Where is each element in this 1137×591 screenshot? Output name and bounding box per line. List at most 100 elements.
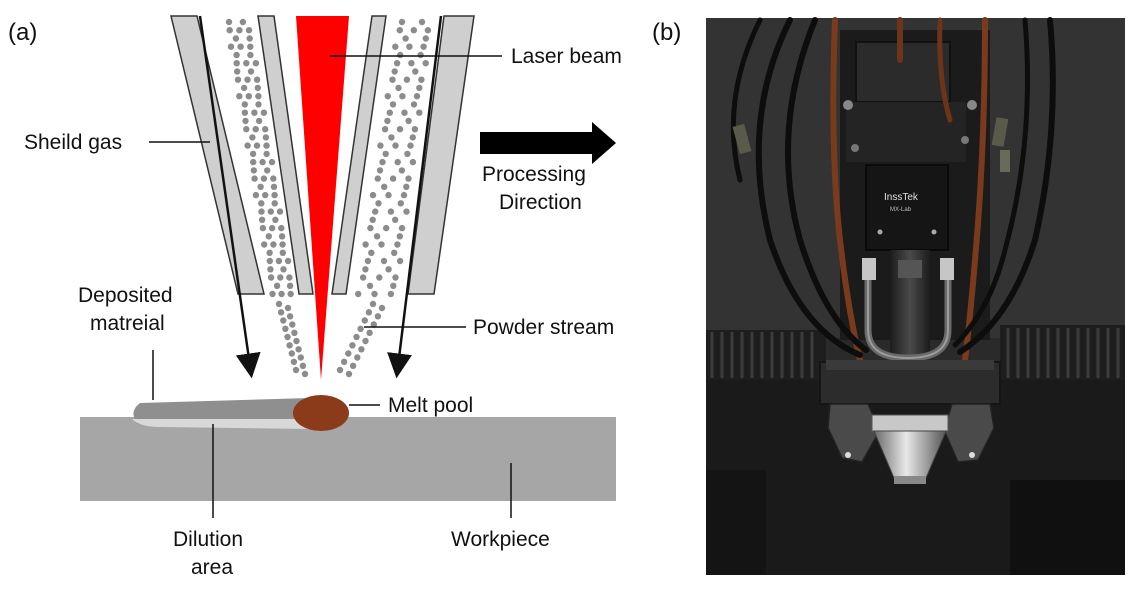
powder-particle [387, 208, 395, 215]
powder-particle [399, 93, 406, 100]
powder-particle [406, 43, 413, 50]
powder-particle [392, 142, 399, 149]
bellows-right [1000, 325, 1125, 380]
powder-particle [392, 274, 399, 281]
powder-particle [252, 191, 260, 199]
brand-text: InssTek [884, 192, 919, 203]
powder-particle [396, 27, 403, 34]
powder-particle [391, 249, 398, 256]
label-deposited: Deposited [78, 284, 173, 307]
powder-particle [384, 93, 391, 100]
powder-particle [237, 43, 244, 50]
powder-particle [279, 241, 286, 248]
powder-particle [275, 300, 283, 308]
powder-particle [263, 142, 270, 149]
powder-particle [389, 76, 396, 83]
powder-particle [397, 51, 404, 59]
label-shield-gas: Sheild gas [24, 131, 122, 154]
powder-particle [389, 101, 397, 108]
sensor-box [865, 164, 949, 251]
powder-particle [403, 208, 410, 215]
powder-particle [381, 183, 388, 190]
powder-particle [232, 35, 240, 42]
powder-particle [301, 370, 309, 378]
powder-particle [393, 60, 401, 67]
powder-particle [233, 51, 240, 59]
powder-particle [247, 68, 255, 75]
powder-particle [287, 290, 294, 298]
workpiece [80, 417, 616, 501]
bolt-2 [967, 100, 977, 110]
powder-particle [353, 333, 360, 341]
powder-particle [286, 274, 293, 281]
powder-particle [366, 329, 373, 336]
powder-stream-left [225, 18, 309, 378]
powder-particle [261, 241, 268, 248]
bolt-1 [843, 100, 853, 110]
powder-stream-right [336, 18, 432, 378]
powder-particle [225, 18, 233, 26]
powder-particle [385, 266, 392, 273]
label-material: matreial [90, 312, 165, 335]
claw-bolt-left [845, 452, 851, 458]
powder-particle [265, 233, 272, 240]
powder-particle [268, 224, 276, 232]
powder-particle [244, 142, 251, 149]
powder-particle [278, 233, 286, 240]
powder-particle [243, 126, 250, 133]
nozzle-outer-right-wall [407, 15, 475, 295]
powder-particle [267, 274, 275, 281]
panel-b: (b) [652, 17, 1125, 575]
label-dilution: Dilution [173, 528, 243, 551]
powder-particle [269, 290, 276, 298]
powder-particle [226, 27, 233, 34]
powder-particle [266, 257, 273, 265]
powder-particle [267, 266, 274, 273]
powder-particle [424, 27, 432, 34]
powder-particle [373, 233, 381, 240]
powder-particle [259, 224, 267, 232]
powder-particle [370, 321, 377, 328]
powder-particle [400, 191, 408, 199]
model-text: MX-Lab [890, 207, 912, 213]
powder-particle [239, 18, 247, 26]
powder-particle [409, 134, 416, 141]
powder-particle [412, 68, 419, 75]
powder-particle [260, 109, 268, 116]
powder-particle [271, 200, 278, 207]
bellows-left [706, 330, 826, 380]
powder-particle [365, 309, 373, 316]
powder-particle [402, 35, 409, 42]
powder-particle [397, 200, 404, 207]
powder-particle [260, 175, 268, 182]
powder-particle [244, 76, 251, 83]
powder-particle [369, 216, 376, 223]
powder-particle [255, 101, 262, 108]
powder-particle [394, 158, 401, 166]
powder-particle [289, 321, 296, 328]
powder-particle [280, 317, 287, 324]
powder-particle [275, 257, 283, 265]
cable-clip-2 [991, 117, 1009, 147]
powder-particle [245, 27, 253, 34]
powder-particle [251, 175, 258, 182]
powder-particle [266, 249, 273, 256]
powder-particle [396, 233, 403, 240]
nozzle-outer-left-wall [170, 15, 265, 295]
powder-particle [394, 241, 401, 248]
nozzle-inner-left-wall [257, 15, 314, 295]
powder-particle [405, 117, 412, 125]
powder-particle [398, 167, 406, 174]
powder-particle [246, 35, 253, 42]
powder-particle [387, 290, 395, 298]
powder-particle [359, 274, 367, 281]
machine-photo: InssTek MX-Lab [706, 17, 1125, 575]
claw-bolt-right [969, 452, 975, 458]
powder-particle [381, 126, 389, 133]
cables-black [730, 17, 1056, 358]
powder-particle [391, 68, 398, 75]
nozzle-tip [894, 476, 926, 484]
powder-particle [251, 109, 258, 116]
powder-particle [291, 329, 298, 336]
